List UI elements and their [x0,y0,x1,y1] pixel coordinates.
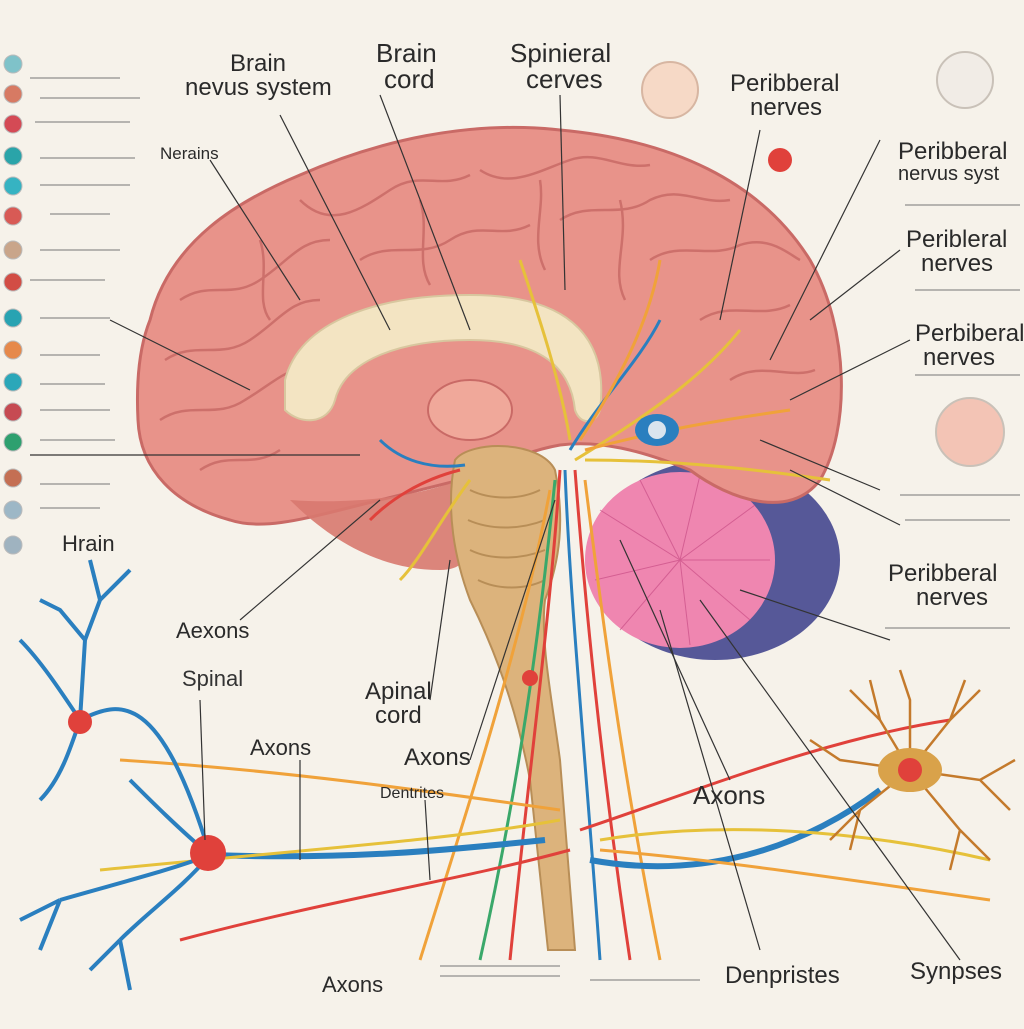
legend-dots [3,54,23,555]
label-axons-mid: Axons [250,735,312,760]
label-apinal-cord: Apinal cord [365,678,432,729]
label-axons-bottom: Axons [322,972,384,997]
label-peripheral-nervous-system: Peribberal nervus syst [898,138,1008,185]
legend-dot [3,372,23,392]
legend-dot [3,468,23,488]
label-brain-nervous-system: Brain nevus system [185,50,332,101]
legend-dot [3,340,23,360]
label-dentrites: Dentrites [380,785,445,802]
leader-lines [30,94,961,961]
label-neurons: Nerains [160,144,219,163]
legend-dot [3,308,23,328]
label-brain-left: Hrain [62,531,115,556]
legend-dot [3,272,23,292]
legend-dot [3,432,23,452]
label-axons-right: Axons [693,780,766,810]
legend-dot [3,402,23,422]
legend-dot [3,206,23,226]
neuron-cell-body [190,835,226,871]
neuron-nucleus [898,758,922,782]
label-brain-cord: Brain cord [376,38,437,94]
label-axons-lower: Axons [404,744,471,771]
legend-dot [3,500,23,520]
legend-dot [3,54,23,74]
label-peripheral-nerves-right-1: Peribleral nerves [906,226,1008,277]
label-spinal-cerves: Spinieral cerves [510,38,612,94]
central-neuron [635,414,679,446]
decorative-spheres [522,51,1005,686]
legend-dot [3,114,23,134]
label-spinal: Spinal [182,666,244,691]
legend-text-lines [30,77,1020,981]
label-peripheral-nerves-right-3: Peribberal nerves [888,560,998,611]
label-peripheral-nerves-right-2: Perbiberal nerves [915,320,1024,371]
legend-dot [3,535,23,555]
legend-dot [3,84,23,104]
legend-dot [3,146,23,166]
neuron-cell-body [68,710,92,734]
label-peripheral-nerves-top: Peribberal nerves [730,70,840,121]
legend-dot [3,176,23,196]
label-axons-left: Aexons [176,618,250,643]
label-dendrites: Denpristes [725,962,840,989]
legend-dot [3,240,23,260]
label-synapses: Synpses [910,958,1003,985]
